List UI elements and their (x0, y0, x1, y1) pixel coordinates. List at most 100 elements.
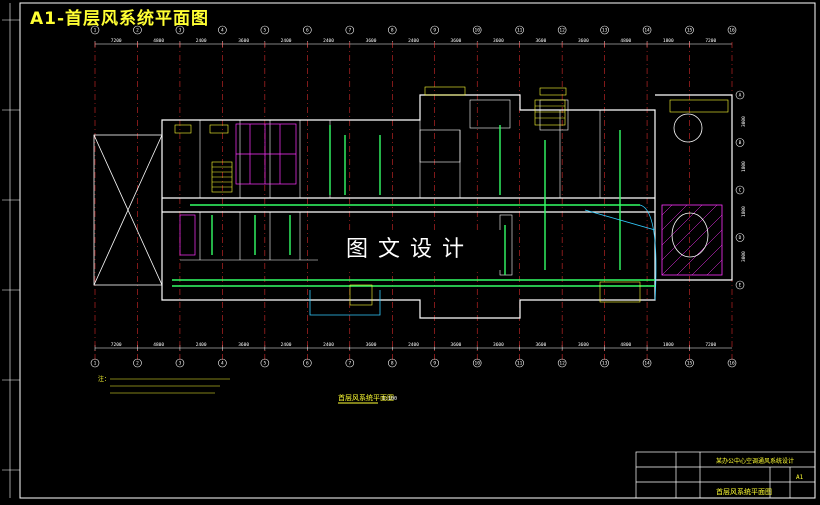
grid-bubble (727, 358, 737, 368)
top-dimension-label: 3600 (535, 38, 546, 44)
grid-bubble (557, 25, 567, 35)
grid-bubble-label: 8 (391, 361, 394, 367)
grid-bubble-label: 14 (644, 28, 650, 34)
row-bubble-label: B (739, 140, 742, 146)
bottom-dimension-label: 2400 (196, 342, 207, 348)
equipment-tags (174, 86, 641, 306)
bottom-dimension-string: 7200 4800 2400 3600 2400 2400 3600 2400 3600 3600… (94, 342, 732, 351)
grid-bubble-label: 9 (433, 361, 436, 367)
row-bubble (735, 90, 745, 100)
building-walls (161, 94, 733, 319)
grid-bubble-label: 5 (264, 28, 267, 34)
bottom-dimension-label: 1800 (663, 342, 674, 348)
grid-bubble-label: 8 (391, 28, 394, 34)
bottom-dimension-label: 4800 (153, 342, 164, 348)
grid-bubble-label: 11 (517, 361, 523, 367)
top-dimension-label: 3600 (238, 38, 249, 44)
top-dimension-label: 7200 (111, 38, 122, 44)
grid-bubble-label: 7 (348, 28, 351, 34)
bottom-dimension-label: 7200 (111, 342, 122, 348)
grid-bubble-label: 4 (221, 28, 224, 34)
grid-bubble (303, 358, 312, 368)
bottom-dimension-label: 2400 (323, 342, 334, 348)
grid-bubble (133, 358, 142, 368)
grid-bubble (387, 25, 397, 35)
plan-title: 首层风系统平面图 (338, 393, 394, 402)
bottom-dimension-label: 3600 (366, 342, 377, 348)
grid-bubble (557, 358, 567, 368)
grid-bubble-label: 4 (221, 361, 224, 367)
bottom-dimension-label: 3600 (451, 342, 462, 348)
right-wing-hatch (661, 99, 729, 276)
row-bubble (735, 185, 745, 195)
grid-bubble (430, 25, 440, 35)
bottom-dimension-label: 4800 (620, 342, 631, 348)
plan-scale: 1:100 (382, 396, 397, 402)
grid-bubble (133, 25, 142, 35)
grid-bubble-label: 15 (687, 28, 693, 34)
structural-grid (94, 42, 733, 362)
title-block (635, 451, 816, 499)
grid-bubble (642, 25, 652, 35)
grid-bubble-label: 10 (474, 361, 480, 367)
grid-bubble (90, 358, 100, 368)
row-bubble-label: D (739, 235, 742, 241)
grid-bubble (472, 25, 482, 35)
top-dimension-label: 3600 (578, 38, 589, 44)
left-margin-ticks (2, 19, 20, 471)
grid-bubble (600, 25, 609, 35)
grid-bubble-label: 13 (602, 28, 608, 34)
row-bubble-label: E (739, 283, 742, 289)
grid-bubble (345, 25, 355, 35)
title-block-project: 某办公中心空调通风系统设计 (716, 457, 794, 465)
bottom-dimension-label: 3600 (535, 342, 546, 348)
top-dimension-label: 2400 (196, 38, 207, 44)
row-bubble (735, 233, 745, 242)
grid-bubble-label: 5 (264, 361, 267, 367)
grid-bubble (218, 25, 227, 35)
top-dimension-label: 2400 (408, 38, 419, 44)
bottom-dimension-label: 2400 (281, 342, 292, 348)
notes-lines (110, 378, 230, 394)
bottom-dimension-label: 2400 (408, 342, 419, 348)
top-dimension-label: 1800 (663, 38, 674, 44)
right-dimension-label: 1800 (741, 206, 747, 217)
grid-bubble (515, 25, 524, 35)
left-wing-void (93, 134, 163, 286)
grid-bubble-label: 13 (602, 361, 608, 367)
grid-bubble-label: 7 (348, 361, 351, 367)
grid-bubble (472, 358, 482, 368)
row-bubble (735, 138, 745, 147)
watermark: 图文设计 (318, 230, 502, 270)
title-block-sheet-no: A1 (796, 474, 804, 481)
sheet-border (19, 2, 816, 499)
top-dimension-label: 3600 (366, 38, 377, 44)
grid-bubble (600, 358, 609, 368)
grid-bubble-label: 9 (433, 28, 436, 34)
grid-bubble-label: 16 (729, 28, 735, 34)
row-bubble-label: C (739, 188, 742, 194)
right-dimension-label: 3000 (741, 251, 747, 262)
top-dimension-label: 4800 (153, 38, 164, 44)
grid-bubble (218, 358, 227, 368)
grid-bubble-label: 2 (136, 361, 139, 367)
grid-bubble (175, 25, 185, 35)
grid-bubble (345, 358, 355, 368)
refrigerant-lines (309, 204, 657, 316)
stair (211, 99, 566, 193)
grid-bubble-label: 3 (179, 28, 182, 34)
grid-bubble (303, 25, 312, 35)
grid-bubble-label: 14 (644, 361, 650, 367)
grid-bubble (685, 25, 694, 35)
bottom-dimension-label: 3600 (578, 342, 589, 348)
grid-bubble (515, 358, 524, 368)
top-dimension-label: 2400 (281, 38, 292, 44)
grid-bubble-label: 6 (306, 361, 309, 367)
air-ducts (172, 125, 655, 287)
grid-bubble-label: 11 (517, 28, 523, 34)
grid-bubble-label: 12 (559, 28, 565, 34)
grid-bubble (387, 358, 397, 368)
right-dimension-label: 3000 (741, 116, 747, 127)
top-dimension-label: 7200 (705, 38, 716, 44)
